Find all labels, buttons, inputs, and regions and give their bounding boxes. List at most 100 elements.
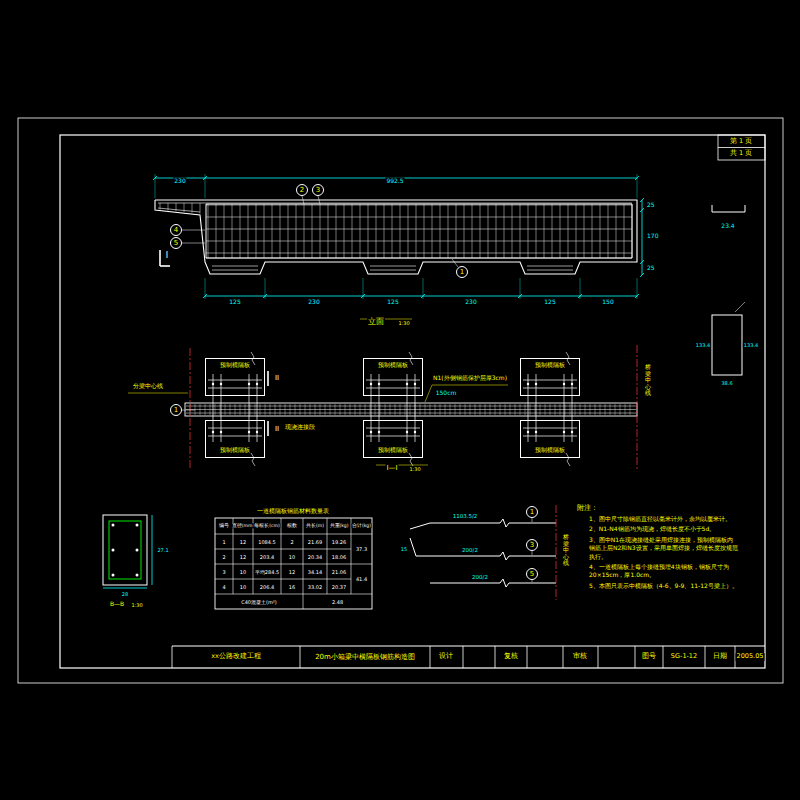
band-stirrup xyxy=(565,404,566,415)
diaphragm-bar xyxy=(208,380,262,381)
drawing-label: 现浇连接段 xyxy=(284,423,316,430)
band-stirrup xyxy=(250,404,251,415)
web-bar xyxy=(370,266,416,267)
mesh-border xyxy=(206,204,632,258)
bar-dot xyxy=(256,383,258,385)
band-bar xyxy=(186,413,636,414)
band-stirrup xyxy=(335,404,336,415)
band-bar xyxy=(186,406,636,407)
table-rule xyxy=(215,594,372,595)
band-stirrup xyxy=(465,404,466,415)
section-stirrup xyxy=(109,521,141,579)
drawing-label: 150cm xyxy=(435,389,458,396)
diaphragm-bar xyxy=(366,428,420,429)
dimension-line xyxy=(103,588,147,589)
drawing-label: 15 xyxy=(400,546,408,552)
callout-number: 5 xyxy=(170,237,182,249)
diaphragm-bar xyxy=(257,374,258,442)
drawing-label: 图号 xyxy=(641,653,657,661)
band-stirrup xyxy=(585,404,586,415)
title-block-divider xyxy=(663,646,664,668)
band-stirrup xyxy=(225,404,226,415)
drawing-label: II xyxy=(274,374,280,382)
table-border xyxy=(215,518,372,609)
band-stirrup xyxy=(495,404,496,415)
stirrup-bar xyxy=(568,204,569,258)
diaphragm-bar xyxy=(379,374,380,442)
band-stirrup xyxy=(450,404,451,415)
band-stirrup xyxy=(280,404,281,415)
table-rule xyxy=(327,518,328,594)
bar-dot xyxy=(112,549,115,552)
section-marker xyxy=(160,265,170,267)
band-stirrup xyxy=(455,404,456,415)
band-stirrup xyxy=(245,404,246,415)
drawing-label: 34.14 xyxy=(307,569,323,575)
drawing-label: 20.37 xyxy=(331,584,347,590)
drawing-label: 28 xyxy=(121,591,129,597)
drawing-label: 直径(mm) xyxy=(231,523,255,528)
band-stirrup xyxy=(520,404,521,415)
band-stirrup xyxy=(235,404,236,415)
stirrup-bar xyxy=(448,204,449,258)
break-symbol xyxy=(409,453,413,466)
stirrup-bar xyxy=(312,204,313,258)
extension-line xyxy=(637,278,638,299)
stirrup-bar xyxy=(392,204,393,258)
drawing-label: 125 xyxy=(228,298,241,305)
band-stirrup xyxy=(205,404,206,415)
extension-line xyxy=(580,278,581,299)
band-stirrup xyxy=(300,404,301,415)
precast-diaphragm-box: 预制横隔板 xyxy=(205,420,265,458)
band-stirrup xyxy=(195,404,196,415)
bar-dot xyxy=(370,383,372,385)
drawing-label: 170 xyxy=(646,232,659,239)
stirrup-bar xyxy=(280,204,281,258)
band-stirrup xyxy=(605,404,606,415)
band-stirrup xyxy=(340,404,341,415)
drawing-label: 2 xyxy=(221,554,226,560)
bar-dot xyxy=(406,431,408,433)
drawing-label: 1:30 xyxy=(397,320,410,326)
leader-line xyxy=(532,518,533,522)
leader-line xyxy=(452,259,458,267)
drawing-label: 平均284.5 xyxy=(254,569,280,575)
drawing-label: 1 xyxy=(221,539,226,545)
diaphragm-bar xyxy=(249,374,250,442)
stirrup-bar xyxy=(512,204,513,258)
drawing-label: 桥梁中心线 xyxy=(562,534,570,567)
extension-line xyxy=(363,278,364,299)
stirrup-bar xyxy=(616,204,617,258)
stirrup-bar xyxy=(224,204,225,258)
band-stirrup xyxy=(505,404,506,415)
diaphragm-bar xyxy=(366,380,420,381)
band-stirrup xyxy=(215,404,216,415)
drawing-label: I xyxy=(165,251,169,261)
stirrup-bar xyxy=(376,204,377,258)
dimension-tick xyxy=(640,208,644,212)
dimension-line xyxy=(642,200,643,275)
web-bar xyxy=(370,270,416,271)
diaphragm-bar xyxy=(415,374,416,442)
note-text: 3、图中N1在现浇接缝处采用焊接连接，预制横隔板内钢筋上层N2和N3设置，采用单… xyxy=(588,536,740,561)
web-bar xyxy=(527,266,573,267)
stirrup-bar xyxy=(416,204,417,258)
bar-shape xyxy=(430,579,556,587)
stirrup-bar xyxy=(584,204,585,258)
title-block-divider xyxy=(563,646,564,668)
node-text: 预制横隔板 xyxy=(378,361,408,370)
title-block-line xyxy=(172,646,765,647)
node-text: 1 xyxy=(530,509,534,516)
node-text: 2 xyxy=(300,187,304,194)
band-stirrup xyxy=(525,404,526,415)
callout-number: 3 xyxy=(312,184,324,196)
band-stirrup xyxy=(210,404,211,415)
band-stirrup xyxy=(490,404,491,415)
diaphragm-bar xyxy=(572,374,573,442)
title-block-divider xyxy=(430,646,431,668)
stirrup-bar xyxy=(424,204,425,258)
stirrup-bar xyxy=(232,204,233,258)
precast-diaphragm-box: 预制横隔板 xyxy=(520,420,580,458)
leader-line xyxy=(318,196,320,204)
